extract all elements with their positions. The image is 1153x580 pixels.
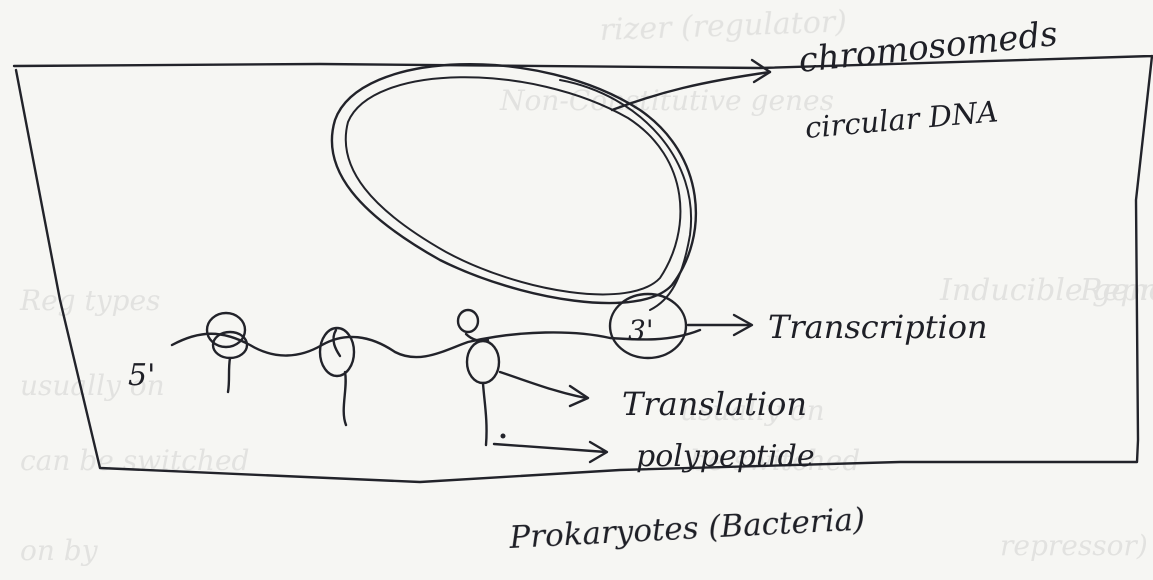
svg-text:repressor): repressor) [1000, 529, 1148, 562]
five-prime-label: 5' [128, 358, 155, 393]
bleed-through-text: rizer (regulator) Non-Constitutive genes… [19, 4, 1153, 567]
svg-text:Repres: Repres [1079, 273, 1153, 308]
ribosome-1 [207, 313, 247, 392]
caption-label: Prokaryotes (Bacteria) [508, 501, 866, 556]
transcription-label: Transcription [768, 308, 988, 346]
three-prime-label: 3' [628, 314, 654, 347]
ribosome-3 [458, 310, 499, 445]
polypeptide-label: polypeptide [636, 439, 815, 474]
svg-text:Non-Constitutive genes: Non-Constitutive genes [499, 84, 834, 117]
polypeptide-dot [501, 434, 506, 439]
mrna-strand [172, 330, 700, 357]
translation-label: Translation [622, 385, 807, 423]
svg-text:Reg types: Reg types [19, 284, 160, 317]
svg-text:on by: on by [20, 534, 99, 567]
